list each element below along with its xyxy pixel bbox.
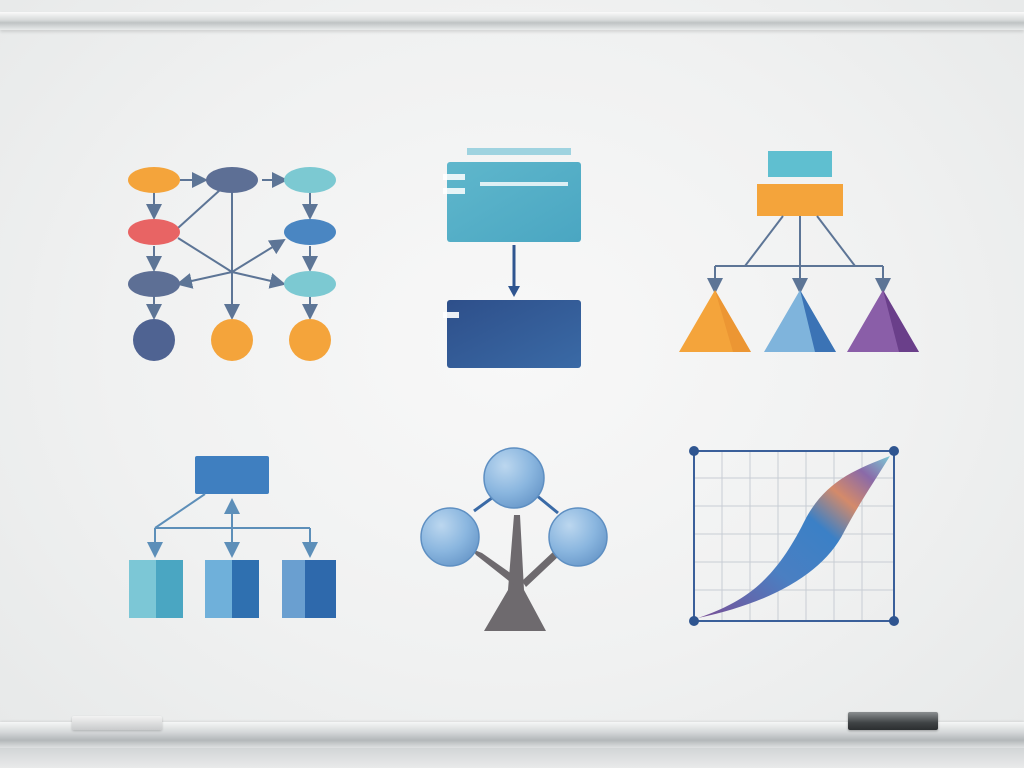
tree-diagram (420, 447, 608, 631)
orange-block (757, 184, 843, 216)
bottom-process-box (447, 300, 581, 368)
orange-circle-node (211, 319, 253, 361)
hierarchy-connectors (707, 215, 891, 294)
purple-triangle-shade (883, 290, 919, 352)
corner-point-tl (689, 446, 699, 456)
tree-branch-left (472, 549, 516, 585)
hierarchy-triangles-diagram (679, 151, 919, 352)
top-process-box (447, 162, 581, 242)
top-block (768, 151, 832, 177)
box-tab-2 (443, 188, 465, 194)
org-chart-diagram (129, 456, 336, 618)
grid-curve-diagram (689, 446, 899, 626)
corner-point-br (889, 616, 899, 626)
org-connectors (147, 493, 318, 558)
eraser[interactable] (848, 712, 938, 730)
orange-circle-node-2 (289, 319, 331, 361)
left-node (420, 507, 480, 567)
teal-node (284, 167, 336, 193)
whiteboard-top-frame (0, 12, 1024, 30)
flow-connectors (146, 172, 318, 320)
orange-triangle-shade (715, 290, 751, 352)
process-flow-diagram (443, 148, 581, 368)
white-marker[interactable] (72, 716, 162, 730)
network-flowchart-diagram (128, 167, 336, 361)
teal-node-2 (284, 271, 336, 297)
tree-branch-right (522, 551, 560, 587)
box-tab-3 (443, 312, 459, 318)
right-node (548, 507, 608, 567)
blue-node (284, 219, 336, 245)
manager-box (195, 456, 269, 494)
orange-node (128, 167, 180, 193)
corner-point-tr (889, 446, 899, 456)
team-box-1-shade (156, 560, 183, 618)
team-box-3-shade (305, 560, 336, 618)
red-node (128, 219, 180, 245)
wall-below-tray (0, 748, 1024, 768)
node-link (535, 493, 559, 515)
navy-circle-node (133, 319, 175, 361)
corner-point-bl (689, 616, 699, 626)
tree-trunk (484, 515, 546, 631)
box-tab (443, 174, 465, 180)
slate-node (206, 167, 258, 193)
box-line (480, 182, 568, 186)
curve-band (698, 456, 890, 618)
team-box-2-shade (232, 560, 259, 618)
header-bar (467, 148, 571, 155)
plot-border (693, 450, 895, 622)
blue-triangle-shade (800, 290, 836, 352)
slate-node-2 (128, 271, 180, 297)
flow-arrowhead (508, 286, 520, 297)
top-node (483, 447, 545, 509)
